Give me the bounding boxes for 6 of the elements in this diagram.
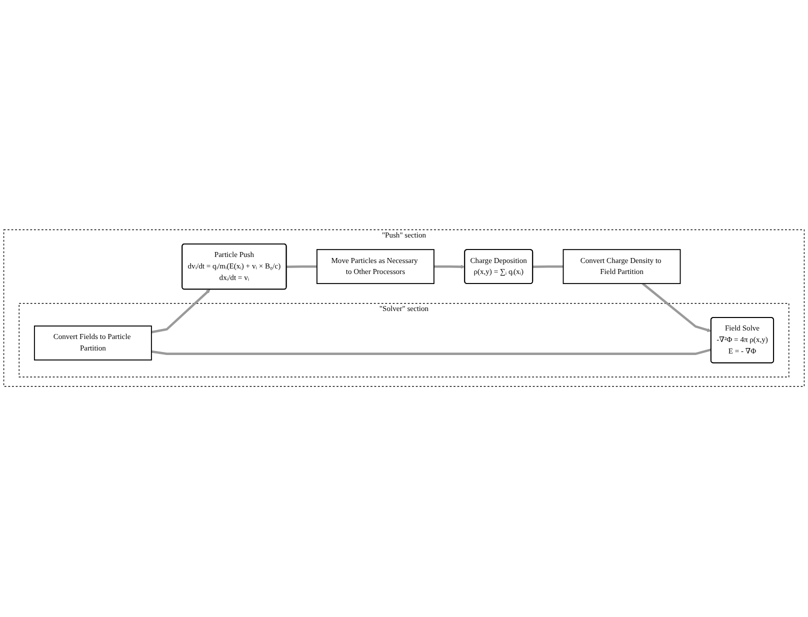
connector [286,266,317,268]
connector [151,348,712,356]
arrow [434,265,466,270]
arrow [151,290,210,334]
arrow [642,283,712,333]
connector [532,266,564,268]
